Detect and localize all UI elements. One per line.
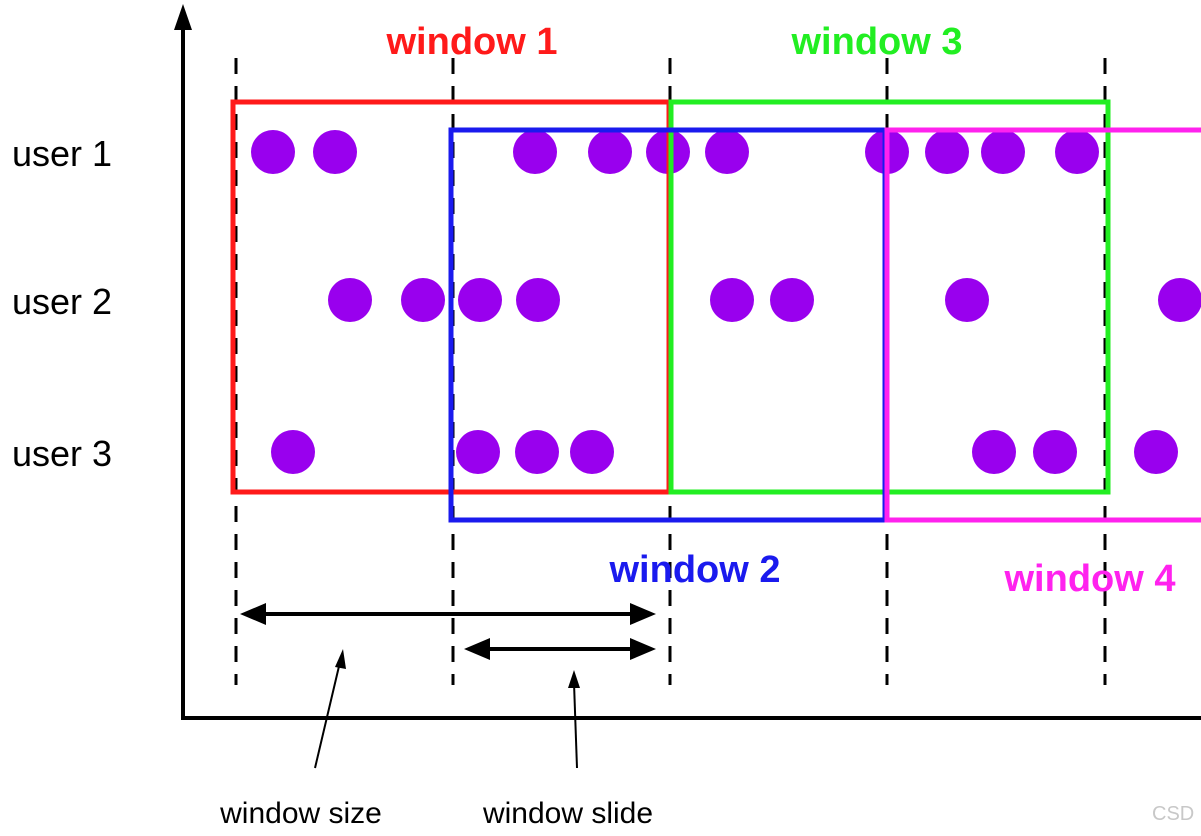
caption-pointers xyxy=(314,649,580,769)
axes xyxy=(174,4,1201,720)
window-3-label: window 3 xyxy=(791,21,963,63)
event-dot xyxy=(981,130,1025,174)
y-axis-arrowhead xyxy=(174,4,192,30)
window-slide-caption: window slide xyxy=(482,797,653,830)
event-dot xyxy=(456,430,500,474)
event-dot xyxy=(271,430,315,474)
window-4-rect xyxy=(884,127,1201,523)
event-dot xyxy=(313,130,357,174)
event-dot xyxy=(458,278,502,322)
event-dot xyxy=(1055,130,1099,174)
window-size-caption: window size xyxy=(219,797,382,830)
event-dot xyxy=(588,130,632,174)
event-dot xyxy=(1033,430,1077,474)
event-dot xyxy=(945,278,989,322)
window-size-pointer-head xyxy=(335,649,346,669)
row-label-user-3: user 3 xyxy=(12,433,112,474)
event-dot xyxy=(251,130,295,174)
event-dot xyxy=(513,130,557,174)
event-dot xyxy=(770,278,814,322)
window-1-label: window 1 xyxy=(386,21,558,63)
row-label-user-2: user 2 xyxy=(12,281,112,322)
event-dots xyxy=(251,130,1201,474)
event-dot xyxy=(710,278,754,322)
window-size-arrow xyxy=(240,603,656,625)
window-size-pointer xyxy=(314,661,341,769)
event-dot xyxy=(515,430,559,474)
event-dot xyxy=(705,130,749,174)
event-dot xyxy=(972,430,1016,474)
window-slide-pointer-head xyxy=(568,670,580,688)
event-dot xyxy=(1158,278,1201,322)
event-dot xyxy=(401,278,445,322)
event-dot xyxy=(516,278,560,322)
window-slide-arrow xyxy=(464,638,656,660)
window-2-label: window 2 xyxy=(609,549,781,591)
window-rects xyxy=(230,99,1201,523)
event-dot xyxy=(570,430,614,474)
event-dot xyxy=(925,130,969,174)
watermark: CSD xyxy=(1152,803,1194,825)
window-slide-pointer xyxy=(573,682,578,769)
window-4-label: window 4 xyxy=(1004,558,1176,600)
event-dot xyxy=(1134,430,1178,474)
event-dot xyxy=(328,278,372,322)
row-label-user-1: user 1 xyxy=(12,133,112,174)
